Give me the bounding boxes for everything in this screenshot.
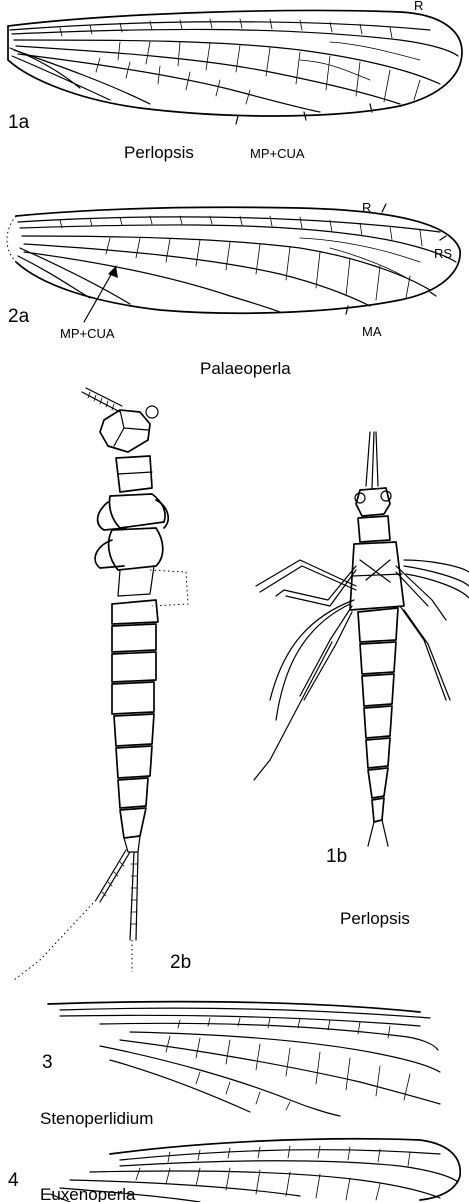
wing-1a-perlopsis: R 1a Perlopsis MP+CUA (8, 0, 462, 162)
figure-number-4: 4 (8, 1170, 19, 1191)
figure-number-3: 3 (42, 1052, 53, 1073)
taxon-label-stenoperlidium-3: Stenoperlidium (40, 1109, 153, 1128)
vein-label-r-2a: R (362, 200, 371, 215)
vein-label-mp-cua-1a: MP+CUA (250, 146, 305, 161)
figure-number-2b: 2b (170, 952, 191, 973)
figure-number-2a: 2a (8, 306, 30, 327)
vein-label-mp-cua-2a: MP+CUA (60, 326, 115, 341)
vein-label-r-1a: R (414, 0, 423, 13)
body-1b-perlopsis: 1b Perlopsis (254, 432, 469, 928)
taxon-label-palaeoperla-2a: Palaeoperla (200, 359, 291, 378)
taxon-label-perlopsis-1a: Perlopsis (124, 143, 194, 162)
figure-number-1a: 1a (8, 112, 30, 133)
body-2b-palaeoperla: 2b (14, 388, 191, 980)
vein-label-rs-2a: RS (434, 246, 452, 261)
wing-2a-palaeoperla: R RS 2a MP+CUA MA Palaeoperla (7, 200, 460, 378)
figure-number-1b: 1b (326, 846, 347, 867)
wing-3-stenoperlidium: 3 Stenoperlidium (40, 1002, 440, 1128)
taxon-label-perlopsis-1b: Perlopsis (340, 909, 410, 928)
taxon-label-euxenoperla-4: Euxenoperla (40, 1185, 136, 1202)
vein-label-ma-2a: MA (362, 324, 382, 339)
